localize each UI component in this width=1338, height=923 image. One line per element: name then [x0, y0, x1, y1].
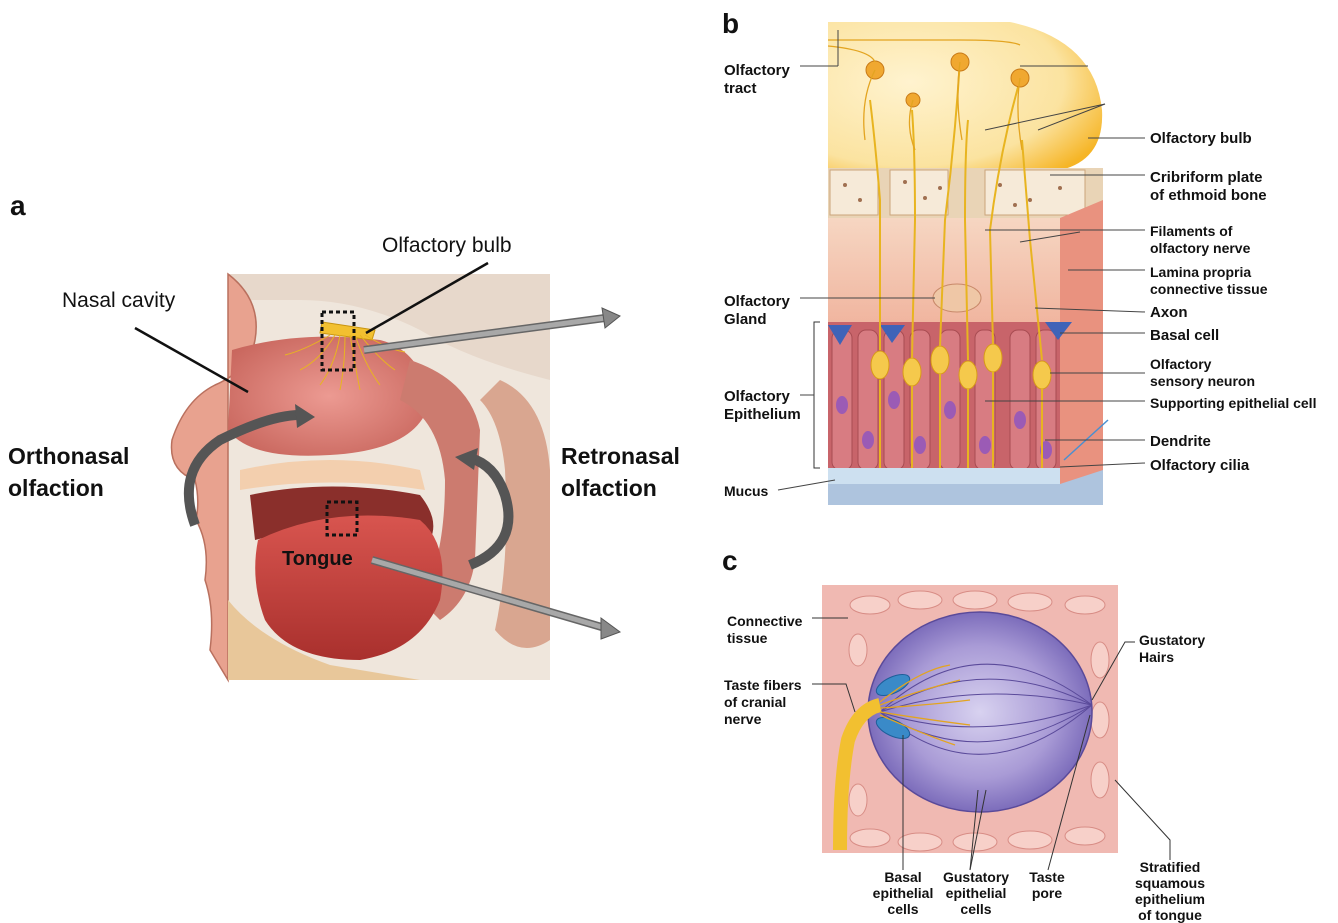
- label-gustatory-epithelial-cells: Gustatory epithelial cells: [936, 869, 1016, 917]
- label-basal-epithelial-cells: Basal epithelial cells: [868, 869, 938, 917]
- label-connective-tissue: Connective tissue: [727, 613, 802, 647]
- label-gustatory-hairs-line2: Hairs: [1139, 649, 1205, 666]
- label-basal-line2: epithelial: [868, 885, 938, 901]
- label-basal-line1: Basal: [868, 869, 938, 885]
- label-stratified-line1: Stratified: [1128, 859, 1212, 875]
- label-gustatory-cells-line2: epithelial: [936, 885, 1016, 901]
- label-connective-line2: tissue: [727, 630, 802, 647]
- label-basal-line3: cells: [868, 901, 938, 917]
- label-stratified-line3: epithelium: [1128, 891, 1212, 907]
- taste-bud: [868, 612, 1092, 812]
- label-taste-pore: Taste pore: [1022, 869, 1072, 901]
- label-stratified-line4: of tongue: [1128, 907, 1212, 923]
- label-taste-fibers-line1: Taste fibers: [724, 677, 802, 694]
- label-taste-fibers-line2: of cranial: [724, 694, 802, 711]
- label-gustatory-cells-line1: Gustatory: [936, 869, 1016, 885]
- label-gustatory-hairs-line1: Gustatory: [1139, 632, 1205, 649]
- label-stratified-line2: squamous: [1128, 875, 1212, 891]
- label-taste-pore-line2: pore: [1022, 885, 1072, 901]
- label-stratified-squamous: Stratified squamous epithelium of tongue: [1128, 859, 1212, 923]
- label-taste-fibers-line3: nerve: [724, 711, 802, 728]
- label-taste-pore-line1: Taste: [1022, 869, 1072, 885]
- label-gustatory-hairs: Gustatory Hairs: [1139, 632, 1205, 666]
- label-gustatory-cells-line3: cells: [936, 901, 1016, 917]
- label-connective-line1: Connective: [727, 613, 802, 630]
- label-taste-fibers: Taste fibers of cranial nerve: [724, 677, 802, 728]
